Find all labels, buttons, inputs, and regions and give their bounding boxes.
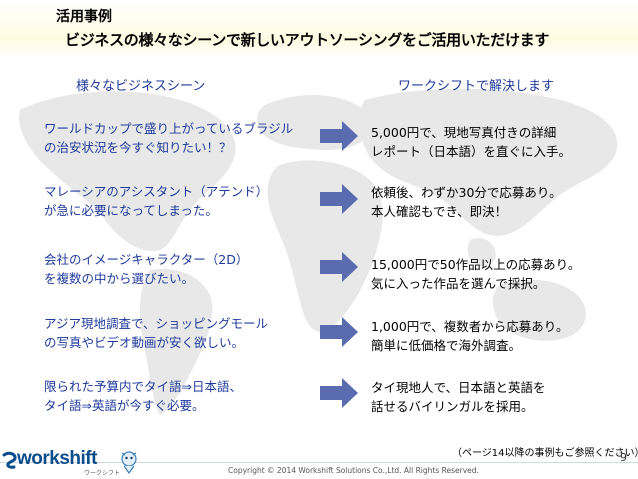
column-header-scenes: 様々なビジネスシーン bbox=[76, 79, 206, 94]
solution-line: 話せるバイリンガルを採用。 bbox=[371, 399, 534, 414]
scene-line: の治安状況を今すぐ知りたい！？ bbox=[44, 140, 232, 155]
copyright-text: Copyright © 2014 Workshift Solutions Co.… bbox=[228, 466, 479, 475]
solution-line: タイ現地人で、日本語と英語を bbox=[371, 380, 546, 395]
scene-line: が急に必要になってしまった。 bbox=[44, 203, 218, 218]
right-arrow-icon bbox=[320, 317, 358, 347]
scene-line: アジア現地調査で、ショッピングモール bbox=[44, 316, 269, 331]
scene-text: 会社のイメージキャラクター（2D） を複数の中から選びたい。 bbox=[44, 250, 334, 288]
right-arrow-icon bbox=[320, 252, 358, 282]
solution-text: 5,000円で、現地写真付きの詳細 レポート（日本語）を直ぐに入手。 bbox=[371, 123, 626, 161]
scene-line: 限られた予算内でタイ語⇒日本語、 bbox=[44, 379, 242, 394]
logo-subtext: ワークシフト bbox=[84, 470, 121, 477]
scene-line: タイ語⇒英語が今すぐ必要。 bbox=[44, 398, 205, 413]
solution-line: 依頼後、わずか30分で応募あり。 bbox=[371, 185, 562, 200]
solution-line: 1,000円で、複数者から応募あり。 bbox=[371, 319, 569, 334]
scene-line: の写真やビデオ動画が安く欲しい。 bbox=[44, 335, 245, 350]
solution-text: 1,000円で、複数者から応募あり。 簡単に低価格で海外調査。 bbox=[371, 317, 626, 355]
solution-line: 気に入った作品を選んで採択。 bbox=[371, 276, 546, 291]
scene-line: マレーシアのアシスタント（アテンド） bbox=[44, 184, 269, 199]
scene-text: 限られた予算内でタイ語⇒日本語、 タイ語⇒英語が今すぐ必要。 bbox=[44, 377, 334, 415]
right-arrow-icon bbox=[320, 184, 358, 214]
title-area bbox=[0, 0, 638, 57]
column-header-solutions: ワークシフトで解決します bbox=[398, 79, 555, 94]
solution-text: タイ現地人で、日本語と英語を 話せるバイリンガルを採用。 bbox=[371, 378, 626, 416]
page-title: 活用事例 bbox=[56, 9, 112, 25]
world-map bbox=[19, 88, 618, 415]
scene-line: を複数の中から選びたい。 bbox=[44, 271, 195, 286]
scene-text: アジア現地調査で、ショッピングモール の写真やビデオ動画が安く欲しい。 bbox=[44, 314, 334, 352]
footer-divider bbox=[0, 462, 638, 463]
right-arrow-icon bbox=[320, 121, 358, 151]
page-number: 9 bbox=[620, 451, 627, 464]
solution-text: 依頼後、わずか30分で応募あり。 本人確認もでき、即決！ bbox=[371, 183, 626, 221]
mascot-icon bbox=[121, 451, 137, 475]
solution-line: 15,000円で50作品以上の応募あり。 bbox=[371, 257, 581, 272]
solution-text: 15,000円で50作品以上の応募あり。 気に入った作品を選んで採択。 bbox=[371, 255, 626, 293]
scene-line: ワールドカップで盛り上がっているブラジル bbox=[44, 121, 294, 136]
scene-line: 会社のイメージキャラクター（2D） bbox=[44, 252, 249, 267]
solution-line: 本人確認もでき、即決！ bbox=[371, 204, 508, 219]
reference-note: （ページ14以降の事例もご参照ください） bbox=[452, 448, 638, 459]
scene-text: ワールドカップで盛り上がっているブラジル の治安状況を今すぐ知りたい！？ bbox=[44, 119, 334, 157]
page-subtitle: ビジネスの様々なシーンで新しいアウトソーシングをご活用いただけます bbox=[65, 31, 550, 49]
logo-text: workshift bbox=[17, 448, 97, 469]
workshift-logo-icon bbox=[2, 451, 17, 469]
right-arrow-icon bbox=[320, 378, 358, 408]
solution-line: 簡単に低価格で海外調査。 bbox=[371, 338, 522, 353]
solution-line: レポート（日本語）を直ぐに入手。 bbox=[371, 144, 572, 159]
solution-line: 5,000円で、現地写真付きの詳細 bbox=[371, 125, 557, 140]
scene-text: マレーシアのアシスタント（アテンド） が急に必要になってしまった。 bbox=[44, 182, 334, 220]
